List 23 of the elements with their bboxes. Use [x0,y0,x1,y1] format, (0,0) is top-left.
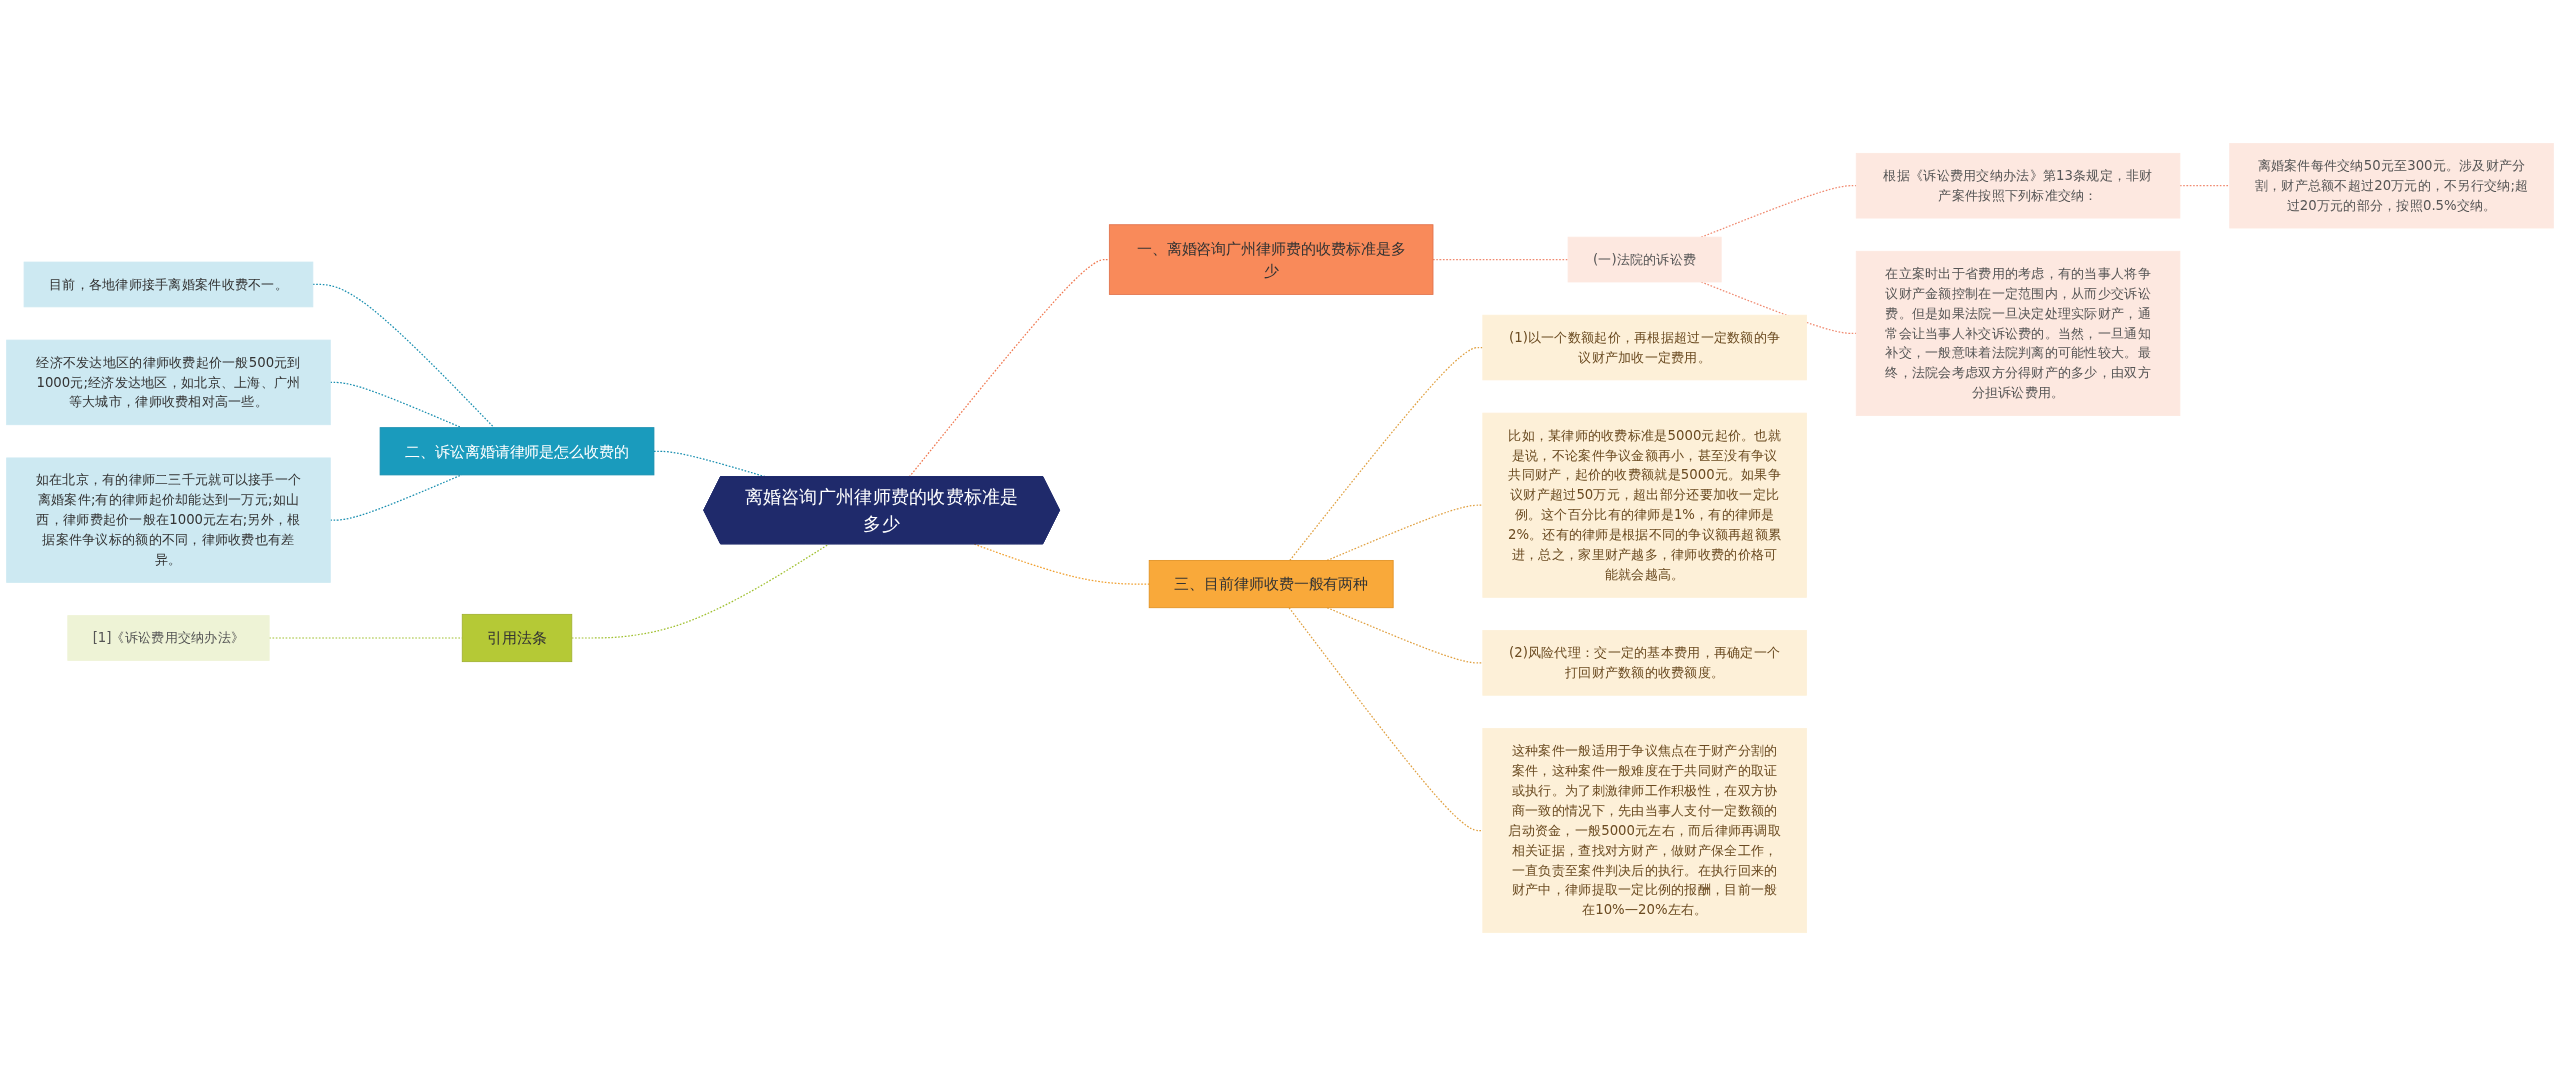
connector [908,258,1110,478]
connector [312,283,495,429]
node-box: (一)法院的诉讼费 [1567,236,1722,283]
node-box: 一、离婚咨询广州律师费的收费标准是多少 [1108,224,1434,295]
node-box: 比如，某律师的收费标准是5000元起价。也就是说，不论案件争议金额再小，甚至没有争议共同财产，起价的收费额就是5000元。如果争议财产超过50万元，超出部分还要加收一定比例。这个百分比有的律师是1%，有的律师是2%。还有的律师是根据不同的争议额再超额累进，总之，家里财产越多，律师收费的价格可能就会越高。 [1482,412,1807,598]
node-box: 引用法条 [461,613,573,663]
node-box: 经济不发达地区的律师收费起价一般500元到1000元;经济发达地区，如北京、上海、广州等大城市，律师收费相对高一些。 [6,339,331,426]
node-box: 二、诉讼离婚请律师是怎么收费的 [379,427,655,476]
node-box: 如在北京，有的律师二三千元就可以接手一个离婚案件;有的律师起价却能达到一万元;如山西，律师费起价一般在1000元左右;另外，根据案件争议标的额的不同，律师收费也有差异。 [6,457,331,583]
node-box: 离婚案件每件交纳50元至300元。涉及财产分割，财产总额不超过20万元的，不另行交纳;超过20万元的部分，按照0.5%交纳。 [2229,142,2554,229]
connector [571,543,830,639]
connector [1289,346,1484,562]
node-box: 这种案件一般适用于争议焦点在于财产分割的案件，这种案件一般难度在于共同财产的取证或执行。为了刺激律师工作积极性，在双方协商一致的情况下，先由当事人支付一定数额的启动资金，一般5000元左右，而后律师再调取相关证据，查找对方财产，做财产保全工作，一直负责至案件判决后的执行。在执行回来的财产中，律师提取一定比例的报酬，目前一般在10%—20%左右。 [1482,728,1807,934]
node-box: 在立案时出于省费用的考虑，有的当事人将争议财产金额控制在一定范围内，从而少交诉讼费。但是如果法院一旦决定处理实际财产，通常会让当事人补交诉讼费的。当然，一旦通知补交，一般意味着法院判离的可能性较大。最终，法院会考虑双方分得财产的多少，由双方分担诉讼费用。 [1855,250,2181,416]
connector [2179,185,2231,187]
node-box: 三、目前律师收费一般有两种 [1148,560,1394,609]
node-box: 目前，各地律师接手离婚案件收费不一。 [23,261,314,308]
node-box: 根据《诉讼费用交纳办法》第13条规定，非财产案件按照下列标准交纳： [1855,152,2181,219]
node-box: [1]《诉讼费用交纳办法》 [67,615,270,661]
connector [973,543,1150,585]
node-box: (2)风险代理：交一定的基本费用，再确定一个打回财产数额的收费额度。 [1482,630,1807,696]
node-box: (1)以一个数额起价，再根据超过一定数额的争议财产加收一定费用。 [1482,314,1807,381]
connector [1288,607,1484,832]
